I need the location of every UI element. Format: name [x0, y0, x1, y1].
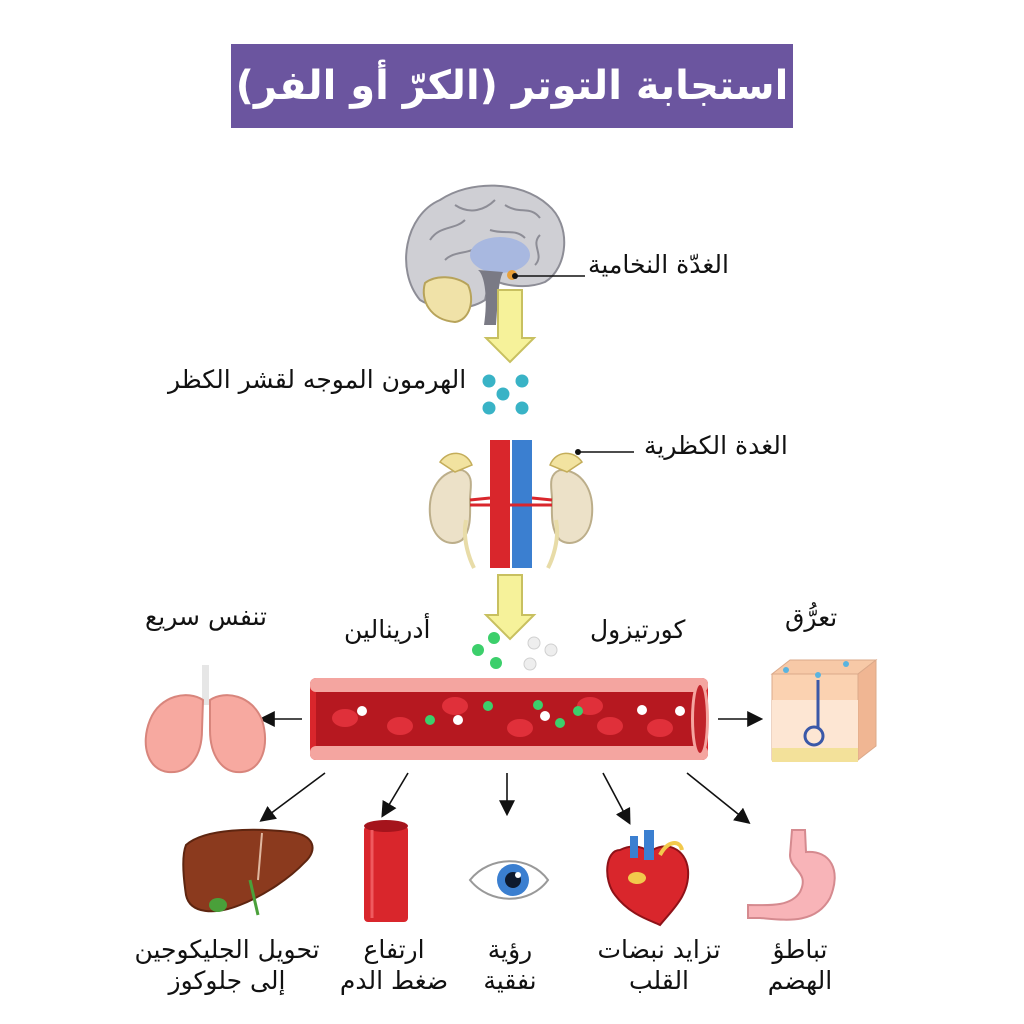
label-sweating: تعرُّق — [785, 603, 838, 632]
effect-blood-pressure-line2: ضغط الدم — [339, 966, 449, 996]
lungs-illustration — [144, 665, 267, 774]
label-cortisol: كورتيزول — [590, 615, 686, 644]
diagram-title: استجابة التوتر (الكرّ أو الفر) — [235, 63, 789, 109]
flow-arrow-2 — [483, 574, 537, 641]
effect-heart-rate: تزايد نبضات القلب — [585, 934, 733, 997]
effect-glycogen-line2: إلى جلوكوز — [168, 966, 286, 996]
effect-glycogen-line1: تحويل الجليكوجين — [134, 935, 320, 964]
brain-illustration — [405, 184, 585, 325]
label-adrenaline: أدرينالين — [344, 615, 431, 644]
adrenal-kidney-illustration — [428, 440, 634, 569]
heart-illustration — [606, 830, 690, 927]
liver-illustration — [182, 828, 314, 916]
skin-illustration — [770, 658, 878, 762]
blood-vessel — [310, 678, 709, 760]
label-rapid-breathing: تنفس سريع — [145, 602, 267, 631]
effect-blood-pressure-line1: ارتفاع — [363, 935, 425, 964]
title-banner: استجابة التوتر (الكرّ أو الفر) — [231, 44, 793, 128]
effect-digestion-line1: تباطؤ — [772, 935, 828, 964]
effect-heart-rate-line2: القلب — [628, 966, 690, 996]
label-acth: الهرمون الموجه لقشر الكظر — [168, 365, 467, 394]
hormone-molecules — [472, 632, 558, 671]
effect-digestion-line2: الهضم — [767, 966, 833, 996]
effect-heart-rate-line1: تزايد نبضات — [597, 935, 721, 964]
effect-tunnel-vision: رؤية نفقية — [470, 934, 550, 997]
effect-tunnel-vision-line2: نفقية — [483, 966, 537, 996]
stomach-illustration — [747, 829, 836, 921]
label-pituitary: الغدّة النخامية — [588, 250, 729, 279]
eye-illustration — [468, 860, 550, 900]
artery-illustration — [364, 820, 408, 922]
label-adrenal: الغدة الكظرية — [644, 431, 788, 460]
effect-glycogen: تحويل الجليكوجين إلى جلوكوز — [128, 934, 326, 997]
effect-digestion: تباطؤ الهضم — [758, 934, 842, 997]
acth-molecules — [482, 374, 529, 415]
effect-blood-pressure: ارتفاع ضغط الدم — [336, 934, 452, 997]
effect-tunnel-vision-line1: رؤية — [487, 935, 533, 964]
flow-arrow-1 — [483, 289, 537, 364]
